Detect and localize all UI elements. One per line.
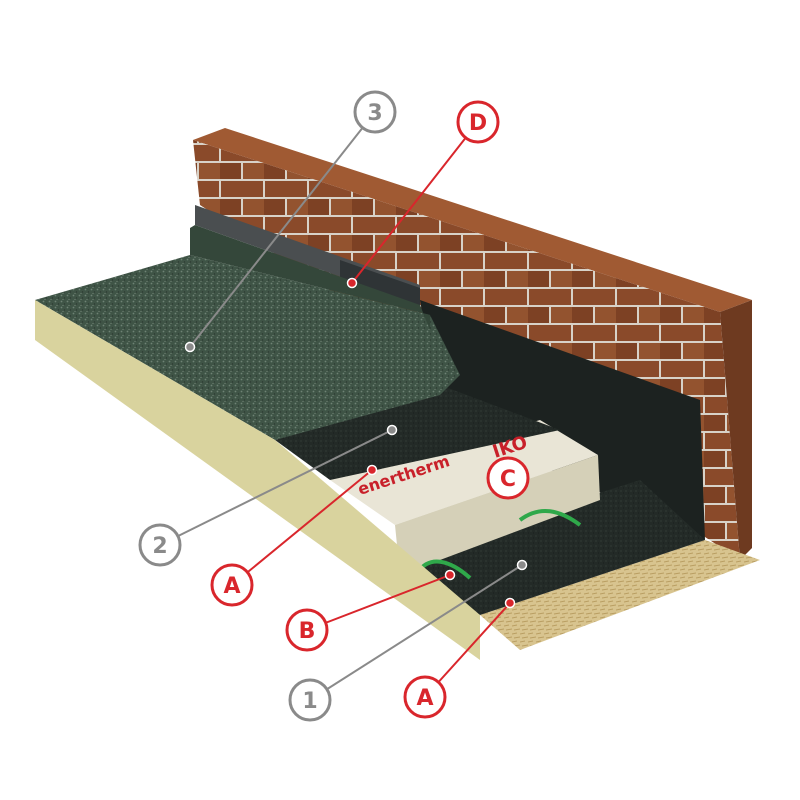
- brick-wall-top: [193, 128, 752, 312]
- leader-endpoint-cA2: [504, 597, 516, 609]
- callout-label-cC: C: [500, 467, 516, 492]
- timber-deck: [480, 540, 760, 650]
- vapour-control-layer: [275, 385, 560, 480]
- callout-label-cD: D: [469, 111, 487, 136]
- cap-sheet-upstand: [190, 225, 430, 330]
- callout-circle-c2: [138, 523, 182, 567]
- leader-endpoint-cD: [346, 277, 358, 289]
- insulation-board-side: [395, 455, 600, 575]
- insulation-board-top: [330, 420, 598, 525]
- callout-markers: 3 D 2A C B 1 A: [138, 90, 530, 722]
- callout-circle-c3: [353, 90, 397, 134]
- leader-line-cD: [351, 121, 479, 284]
- leader-endpoint-c2: [386, 424, 398, 436]
- callout-label-c2: 2: [152, 534, 167, 559]
- underlay-upstand: [420, 300, 705, 540]
- leader-line-c3: [189, 111, 376, 348]
- leader-lines: [159, 111, 528, 701]
- callout-circle-c1: [288, 678, 332, 722]
- callout-label-cA2: A: [416, 686, 433, 711]
- leader-endpoint-cB: [444, 569, 456, 581]
- insulation-slab-front: [35, 300, 480, 660]
- brick-wall-end: [720, 300, 752, 560]
- callout-label-cA1: A: [223, 574, 240, 599]
- callout-circle-cD: [456, 100, 500, 144]
- callout-circle-cA2: [403, 675, 447, 719]
- callout-label-c1: 1: [302, 689, 317, 714]
- cap-sheet: [35, 255, 460, 440]
- leader-endpoint-c1: [516, 559, 528, 571]
- leader-endpoint-c3: [184, 341, 196, 353]
- leader-line-cA1: [231, 469, 373, 586]
- callout-label-cB: B: [299, 619, 316, 644]
- leader-line-c2: [159, 429, 393, 546]
- callout-circle-cB: [285, 608, 329, 652]
- callout-label-c3: 3: [367, 101, 382, 126]
- underlay-layer: [390, 480, 705, 615]
- leader-endpoint-cA1: [366, 464, 378, 476]
- leader-line-c1: [309, 564, 523, 701]
- leader-line-cB: [306, 574, 451, 631]
- adhesive-bead: [518, 508, 582, 527]
- callout-circle-cA1: [210, 563, 254, 607]
- callout-circle-cC: [486, 456, 530, 500]
